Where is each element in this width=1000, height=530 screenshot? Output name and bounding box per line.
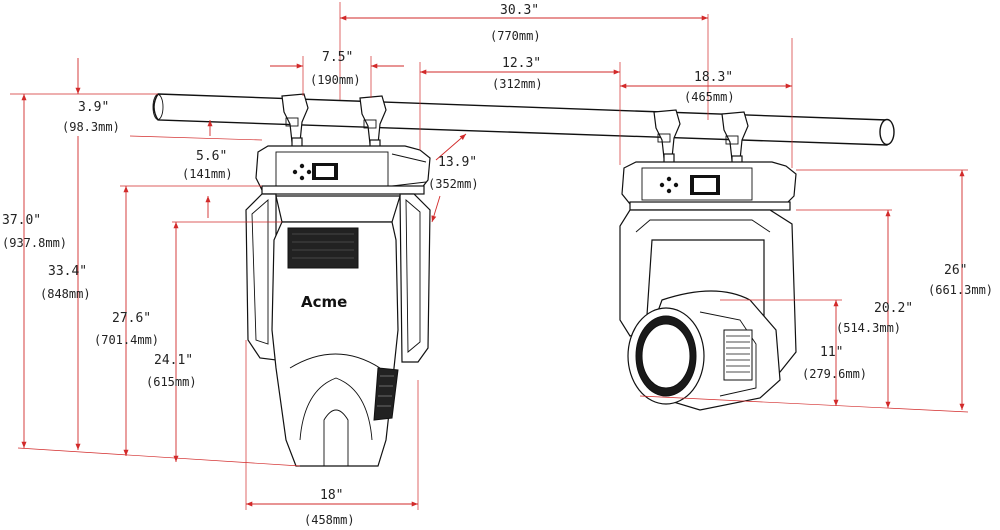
- base-height-imperial: 5.6": [196, 149, 227, 164]
- side-depth-imperial: 18.3": [694, 70, 733, 85]
- head-height-metric: (615mm): [146, 375, 197, 389]
- side-yoke-metric: (514.3mm): [836, 321, 901, 335]
- dimension-labels: 30.3" (770mm) 7.5" (190mm) 12.3" (312mm)…: [2, 3, 993, 527]
- side-yoke-imperial: 20.2": [874, 301, 913, 316]
- fixture-yoke: [245, 193, 431, 363]
- side-depth-metric: (465mm): [684, 90, 735, 104]
- clamp-spacing-metric: (190mm): [310, 73, 361, 87]
- side-total-metric: (661.3mm): [928, 283, 993, 297]
- overall-width-imperial: 30.3": [500, 3, 539, 18]
- side-view-fixture: [619, 109, 797, 411]
- front-view-fixture: Acme: [245, 93, 431, 467]
- dimension-lines: [10, 2, 969, 510]
- clamp-left: [281, 93, 309, 153]
- pipe-offset-metric: (98.3mm): [62, 120, 120, 134]
- side-vent: [723, 329, 753, 381]
- yoke-height-imperial: 27.6": [112, 311, 151, 326]
- pipe-offset-imperial: 3.9": [78, 100, 109, 115]
- height-below-base-metric: (848mm): [40, 287, 91, 301]
- total-height-metric: (937.8mm): [2, 236, 67, 250]
- overall-width-metric: (770mm): [490, 29, 541, 43]
- front-width-metric: (458mm): [304, 513, 355, 527]
- side-total-imperial: 26": [944, 263, 967, 278]
- fixture-base: [255, 145, 431, 195]
- truss-pipe: [152, 93, 895, 146]
- fixture-head: Acme: [271, 221, 399, 467]
- height-below-base-imperial: 33.4": [48, 264, 87, 279]
- head-to-pipe-metric: (312mm): [492, 77, 543, 91]
- yoke-height-metric: (701.4mm): [94, 333, 159, 347]
- side-base: [621, 161, 797, 211]
- diagonal-imperial: 13.9": [438, 155, 477, 170]
- brand-logo: Acme: [301, 293, 347, 311]
- side-head: [627, 290, 781, 411]
- head-to-pipe-imperial: 12.3": [502, 56, 541, 71]
- lens-height-imperial: 11": [820, 345, 843, 360]
- diagonal-metric: (352mm): [428, 177, 479, 191]
- head-height-imperial: 24.1": [154, 353, 193, 368]
- front-width-imperial: 18": [320, 488, 343, 503]
- total-height-imperial: 37.0": [2, 213, 41, 228]
- side-clamp-left: [653, 109, 681, 167]
- lens-height-metric: (279.6mm): [802, 367, 867, 381]
- base-height-metric: (141mm): [182, 167, 233, 181]
- clamp-spacing-imperial: 7.5": [322, 50, 353, 65]
